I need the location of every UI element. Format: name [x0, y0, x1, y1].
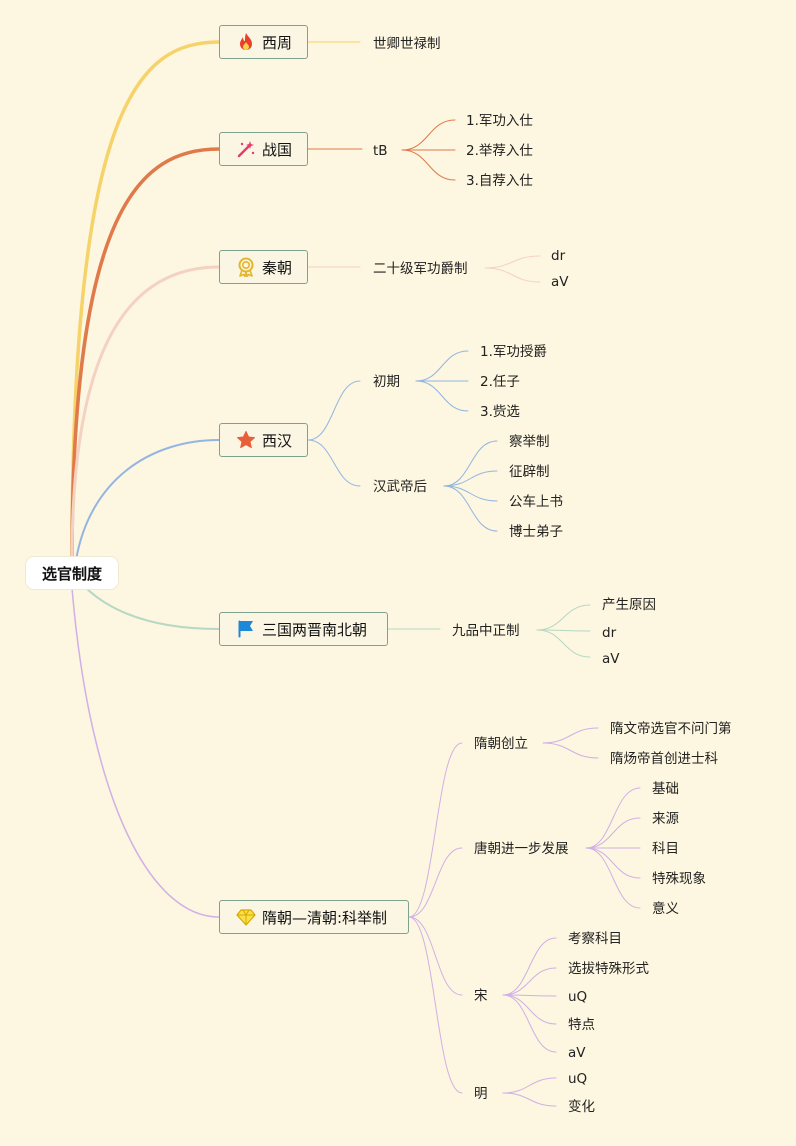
node-xihan-early-3[interactable]: 3.赀选: [480, 404, 520, 420]
child-connector: [585, 787, 641, 849]
node-xizhou-system[interactable]: 世卿世禄制: [373, 36, 441, 52]
child-connector: [502, 1077, 557, 1094]
root-connector: [70, 147, 221, 562]
child-connector: [415, 380, 469, 412]
root-connector: [70, 40, 221, 562]
node-zhanguo-military[interactable]: 1.军功入仕: [466, 113, 533, 129]
child-connector: [542, 742, 599, 759]
topic-label: 西汉: [262, 431, 293, 450]
child-connector: [502, 1092, 557, 1107]
node-zhanguo-recommend[interactable]: 2.举荐入仕: [466, 143, 533, 159]
topic-label: 西周: [262, 33, 293, 52]
child-connector: [401, 149, 456, 181]
topic-sanguo[interactable]: 三国两晋南北朝: [219, 612, 388, 646]
node-song-1[interactable]: 考察科目: [568, 931, 622, 947]
child-connector: [307, 439, 361, 487]
child-connector: [585, 847, 641, 879]
node-sui-founded[interactable]: 隋朝创立: [474, 736, 528, 752]
child-connector: [502, 967, 557, 996]
topic-label: 隋朝—清朝:科举制: [262, 908, 388, 927]
child-connector: [408, 916, 463, 1094]
node-tang-3[interactable]: 科目: [652, 841, 679, 857]
child-connector: [307, 380, 361, 441]
child-connector: [415, 350, 469, 382]
child-connector: [408, 847, 463, 918]
node-sanguo-av[interactable]: aV: [602, 651, 620, 667]
node-zhanguo-tb[interactable]: tB: [373, 143, 388, 159]
flag-icon: [236, 619, 256, 639]
diamond-icon: [236, 907, 256, 927]
node-xihan-early[interactable]: 初期: [373, 374, 400, 390]
child-connector: [585, 847, 641, 909]
node-xihan-wudi-4[interactable]: 博士弟子: [509, 524, 563, 540]
topic-qin[interactable]: 秦朝: [219, 250, 308, 284]
child-connector: [542, 727, 599, 744]
node-song-4[interactable]: 特点: [568, 1017, 595, 1033]
child-connector: [443, 440, 498, 487]
node-song-5[interactable]: aV: [568, 1045, 586, 1061]
child-connector: [408, 916, 463, 996]
node-tang-4[interactable]: 特殊现象: [652, 871, 706, 887]
child-connector: [502, 994, 557, 1025]
node-tang-1[interactable]: 基础: [652, 781, 679, 797]
root-topic[interactable]: 选官制度: [26, 557, 118, 589]
child-connector: [502, 994, 557, 997]
root-connector: [71, 587, 220, 918]
node-sanguo-dr[interactable]: dr: [602, 625, 617, 641]
child-connector: [408, 742, 463, 918]
medal-icon: [236, 257, 256, 277]
node-tang-5[interactable]: 意义: [652, 901, 679, 917]
node-sui-founded-2[interactable]: 隋炀帝首创进士科: [610, 751, 718, 767]
node-song-2[interactable]: 选拔特殊形式: [568, 961, 649, 977]
node-sanguo-reason[interactable]: 产生原因: [602, 597, 656, 613]
topic-label: 战国: [262, 140, 293, 159]
node-qin-dr[interactable]: dr: [551, 248, 566, 264]
root-connector: [75, 439, 220, 561]
node-sui-founded-1[interactable]: 隋文帝选官不问门第: [610, 721, 732, 737]
node-xihan-wudi-1[interactable]: 察举制: [509, 434, 550, 450]
node-tang-2[interactable]: 来源: [652, 811, 679, 827]
node-song-3[interactable]: uQ: [568, 989, 588, 1005]
node-xihan-early-1[interactable]: 1.军功授爵: [480, 344, 547, 360]
node-qin-av[interactable]: aV: [551, 274, 569, 290]
topic-zhanguo[interactable]: 战国: [219, 132, 308, 166]
child-connector: [536, 604, 591, 631]
child-connector: [443, 485, 498, 502]
child-connector: [536, 629, 591, 658]
node-ming-1[interactable]: uQ: [568, 1071, 588, 1087]
node-tang-develop[interactable]: 唐朝进一步发展: [474, 841, 569, 857]
topic-xihan[interactable]: 西汉: [219, 423, 308, 457]
node-song[interactable]: 宋: [474, 988, 488, 1004]
node-xihan-early-2[interactable]: 2.任子: [480, 374, 520, 390]
node-xihan-wudi-3[interactable]: 公车上书: [509, 494, 563, 510]
topic-xizhou[interactable]: 西周: [219, 25, 308, 59]
node-ming[interactable]: 明: [474, 1086, 488, 1102]
child-connector: [502, 994, 557, 1053]
node-ming-2[interactable]: 变化: [568, 1099, 595, 1115]
fire-icon: [236, 32, 256, 52]
child-connector: [484, 267, 541, 283]
star-icon: [236, 430, 256, 450]
topic-label: 秦朝: [262, 258, 293, 277]
root-connector: [70, 265, 221, 562]
topic-label: 三国两晋南北朝: [262, 620, 368, 639]
child-connector: [401, 119, 456, 151]
child-connector: [585, 817, 641, 849]
child-connector: [443, 485, 498, 532]
magic-wand-icon: [236, 139, 256, 159]
child-connector: [484, 255, 541, 269]
node-xihan-wudi[interactable]: 汉武帝后: [373, 479, 427, 495]
node-zhanguo-self[interactable]: 3.自荐入仕: [466, 173, 533, 189]
topic-suiqing[interactable]: 隋朝—清朝:科举制: [219, 900, 409, 934]
child-connector: [443, 470, 498, 487]
node-sanguo-jiupin[interactable]: 九品中正制: [452, 623, 520, 639]
root-connector: [85, 587, 220, 630]
child-connector: [502, 937, 557, 996]
node-qin-rank[interactable]: 二十级军功爵制: [373, 261, 468, 277]
node-xihan-wudi-2[interactable]: 征辟制: [509, 464, 550, 480]
